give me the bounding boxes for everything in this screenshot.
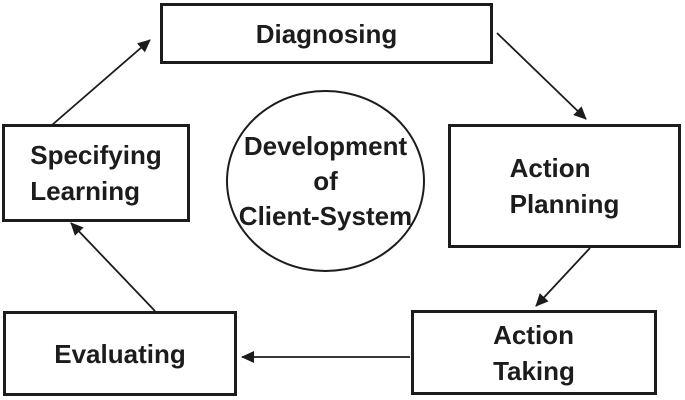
node-evaluating: Evaluating	[3, 311, 237, 396]
node-specifying-learning-label-line2: Learning	[30, 176, 141, 206]
node-specifying-learning: Specifying Learning	[2, 124, 190, 222]
node-specifying-learning-label-line1: Specifying	[30, 140, 162, 170]
arrow-evaluating-to-specifying-learning	[70, 222, 156, 312]
node-action-taking: Action Taking	[411, 310, 657, 395]
node-action-planning: Action Planning	[448, 124, 681, 248]
node-action-taking-label-line2: Taking	[493, 355, 575, 386]
arrow-action-planning-to-action-taking	[535, 247, 591, 307]
center-label-line2: of	[313, 165, 338, 196]
center-label-line3: Client-System	[238, 200, 413, 231]
arrow-specifying-learning-to-diagnosing	[51, 39, 151, 126]
center-label-line1: Development	[243, 130, 408, 161]
node-diagnosing-label: Diagnosing	[255, 18, 398, 49]
node-evaluating-label: Evaluating	[54, 338, 186, 369]
node-action-planning-label-line1: Action	[509, 153, 591, 183]
node-action-planning-label-line2: Planning	[509, 189, 620, 219]
node-action-taking-label-line1: Action	[493, 319, 574, 350]
node-diagnosing: Diagnosing	[160, 3, 493, 64]
center-ellipse-development-of-client-system: Development of Client-System	[226, 90, 425, 272]
arrow-diagnosing-to-action-planning	[496, 32, 587, 120]
